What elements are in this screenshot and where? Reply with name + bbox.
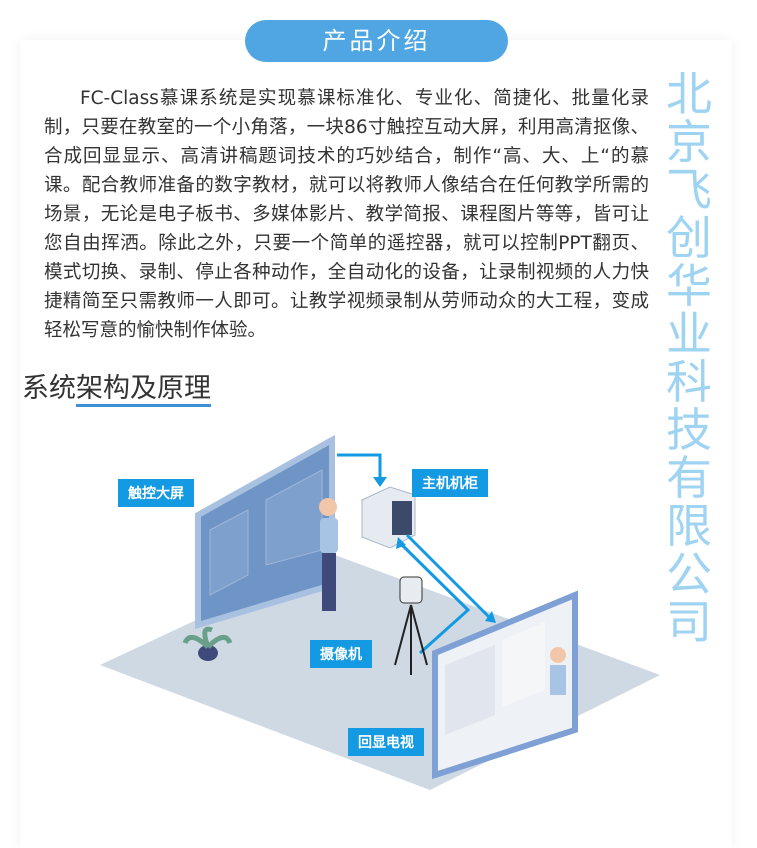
section-title-plain: 系统 — [22, 373, 76, 404]
section-header-pill: 产品介绍 — [245, 20, 508, 62]
teacher-figure — [319, 498, 338, 611]
label-host-cabinet: 主机机柜 — [412, 469, 488, 497]
intro-paragraph: FC-Class慕课系统是实现慕课标准化、专业化、简捷化、批量化录制，只要在教室… — [44, 88, 649, 341]
camera-icon — [394, 576, 428, 675]
label-touch-screen: 触控大屏 — [118, 479, 194, 507]
label-display-tv: 回显电视 — [348, 728, 424, 756]
section-title: 系统架构及原理 — [22, 366, 211, 407]
company-watermark: 北京飞创华业科技有限公司 — [666, 67, 712, 649]
section-title-underlined: 架构及原理 — [76, 373, 211, 407]
plant-icon — [182, 626, 233, 661]
diagram-illustration — [100, 434, 660, 790]
arrow-screen-to-cabinet — [337, 453, 382, 480]
label-camera: 摄像机 — [310, 640, 372, 668]
system-architecture-diagram: 触控大屏 主机机柜 摄像机 回显电视 — [100, 425, 660, 790]
